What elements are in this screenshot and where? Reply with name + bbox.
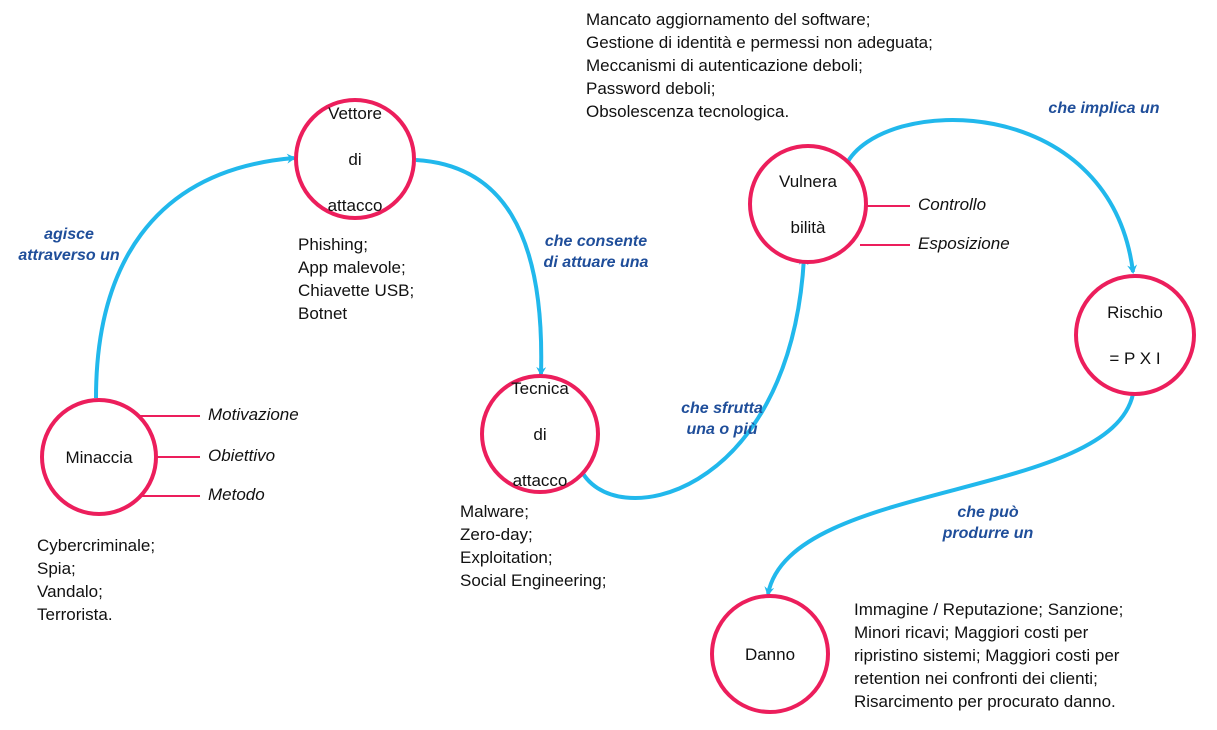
examples-minaccia: Cybercriminale; Spia; Vandalo; Terrorist… <box>37 534 155 626</box>
edge-label-produrre-line-1: che può <box>957 504 1019 521</box>
edge-label-consente-line-1: che consente <box>544 233 648 250</box>
edge-label-sfrutta: che sfrutta una o più <box>662 398 782 440</box>
example-minaccia-3: Vandalo; <box>37 582 103 601</box>
arrow-minaccia-to-vettore <box>94 153 296 399</box>
attr-controllo: Controllo <box>918 195 987 214</box>
edge-label-consente: che consente di attuare una <box>526 231 666 273</box>
node-minaccia-label: Minaccia <box>65 447 133 467</box>
node-rischio-label: Rischio = P X I <box>1107 278 1163 393</box>
example-minaccia-4: Terrorista. <box>37 605 113 624</box>
example-vettore-4: Botnet <box>298 304 348 323</box>
node-vettore-line-2: di <box>348 149 362 169</box>
node-rischio-line-1: Rischio <box>1107 302 1163 322</box>
arrow-vettore-to-tecnica <box>415 158 547 376</box>
example-vettore-1: Phishing; <box>298 235 368 254</box>
example-tecnica-2: Zero-day; <box>460 525 533 544</box>
attr-metodo: Metodo <box>208 485 265 504</box>
edge-label-agisce-line-2: attraverso un <box>18 247 120 264</box>
arrow-vulnerabilita-to-rischio <box>844 117 1138 274</box>
example-danno-4: retention nei confronti dei clienti; <box>854 669 1098 688</box>
attr-esposizione: Esposizione <box>918 234 1010 253</box>
example-vulnerabilita-2: Gestione di identità e permessi non adeg… <box>586 33 933 52</box>
edge-label-sfrutta-line-2: una o più <box>686 421 758 438</box>
node-tecnica-line-1: Tecnica <box>511 378 569 398</box>
example-minaccia-2: Spia; <box>37 559 76 578</box>
example-tecnica-1: Malware; <box>460 502 529 521</box>
edge-label-produrre: che può produrre un <box>928 502 1048 544</box>
attr-motivazione: Motivazione <box>208 405 299 424</box>
arrow-rischio-to-danno <box>764 393 1135 596</box>
node-vettore-line-3: attacco <box>327 195 383 215</box>
node-vulnerabilita-line-1: Vulnera <box>779 171 837 191</box>
examples-danno: Immagine / Reputazione; Sanzione; Minori… <box>854 598 1123 713</box>
example-vulnerabilita-1: Mancato aggiornamento del software; <box>586 10 871 29</box>
edge-label-agisce-line-1: agisce <box>44 226 94 243</box>
node-vulnerabilita: Vulnera bilità <box>748 144 868 264</box>
examples-tecnica: Malware; Zero-day; Exploitation; Social … <box>460 500 606 592</box>
node-danno: Danno <box>710 594 830 714</box>
node-vettore-line-1: Vettore <box>328 103 382 123</box>
example-minaccia-1: Cybercriminale; <box>37 536 156 555</box>
node-vulnerabilita-label: Vulnera bilità <box>779 147 837 262</box>
edge-label-implica-line-1: che implica un <box>1048 100 1160 117</box>
example-vettore-3: Chiavette USB; <box>298 281 415 300</box>
example-danno-1: Immagine / Reputazione; Sanzione; <box>854 600 1124 619</box>
node-vettore-di-attacco: Vettore di attacco <box>294 98 416 220</box>
edge-label-implica: che implica un <box>1034 98 1174 119</box>
node-rischio: Rischio = P X I <box>1074 274 1196 396</box>
example-vulnerabilita-3: Meccanismi di autenticazione deboli; <box>586 56 863 75</box>
node-tecnica-line-2: di <box>533 424 547 444</box>
example-vulnerabilita-5: Obsolescenza tecnologica. <box>586 102 790 121</box>
edge-label-sfrutta-line-1: che sfrutta <box>681 400 763 417</box>
example-danno-2: Minori ricavi; Maggiori costi per <box>854 623 1089 642</box>
example-vettore-2: App malevole; <box>298 258 406 277</box>
example-vulnerabilita-4: Password deboli; <box>586 79 716 98</box>
node-tecnica-label: Tecnica di attacco <box>511 354 569 515</box>
edge-label-produrre-line-2: produrre un <box>942 525 1034 542</box>
examples-vulnerabilita: Mancato aggiornamento del software; Gest… <box>586 8 933 123</box>
node-vettore-label: Vettore di attacco <box>328 79 383 240</box>
node-rischio-line-2: = P X I <box>1109 348 1161 368</box>
node-minaccia: Minaccia <box>40 398 158 516</box>
node-tecnica-line-3: attacco <box>512 470 568 490</box>
attr-obiettivo: Obiettivo <box>208 446 276 465</box>
example-danno-3: ripristino sistemi; Maggiori costi per <box>854 646 1120 665</box>
edge-label-agisce: agisce attraverso un <box>4 224 134 266</box>
arrow-tecnica-to-vulnerabilita <box>578 256 809 500</box>
edge-label-consente-line-2: di attuare una <box>543 254 649 271</box>
node-vulnerabilita-line-2: bilità <box>790 217 826 237</box>
example-tecnica-4: Social Engineering; <box>460 571 607 590</box>
example-tecnica-3: Exploitation; <box>460 548 553 567</box>
example-danno-5: Risarcimento per procurato danno. <box>854 692 1116 711</box>
node-danno-label: Danno <box>744 644 796 664</box>
node-tecnica-di-attacco: Tecnica di attacco <box>480 374 600 494</box>
examples-vettore: Phishing; App malevole; Chiavette USB; B… <box>298 233 414 325</box>
